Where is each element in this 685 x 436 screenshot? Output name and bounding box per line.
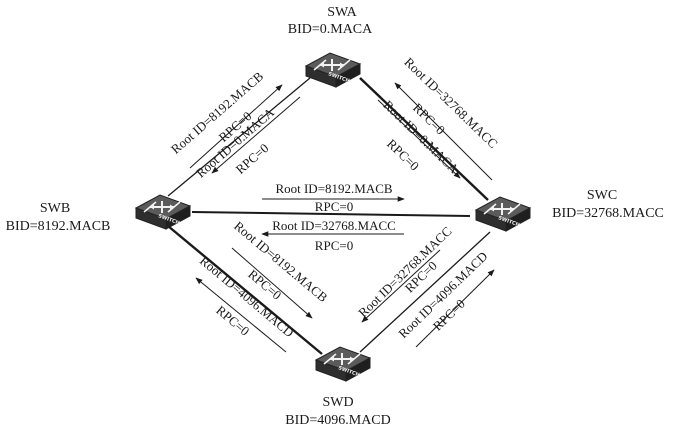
arrow-swd-to-swb (195, 277, 287, 353)
arrow-swd-to-swc (415, 269, 495, 348)
swb-bid: BID=8192.MACB (6, 219, 111, 234)
arrow-swb-to-swd (231, 247, 313, 319)
swc-switch-icon: SWITCH (475, 196, 531, 232)
msg-swc-to-swb-root: Root ID=32768.MACC (272, 218, 396, 233)
arrow-swc-to-swa (394, 82, 493, 181)
msg-swb-to-swc-root: Root ID=8192.MACB (275, 181, 392, 196)
swd-bid: BID=4096.MACD (285, 413, 391, 428)
arrow-swc-to-swd (361, 249, 441, 323)
swc-name: SWC (587, 188, 617, 203)
swa-name: SWA (327, 5, 357, 20)
arrow-swa-to-swb (211, 96, 301, 174)
arrow-swb-to-swa (189, 84, 283, 169)
swa-switch-icon: SWITCH (305, 52, 361, 88)
link-swc-swd (359, 231, 491, 353)
arrow-swa-to-swc (377, 99, 461, 179)
link-swa-swb (167, 77, 311, 197)
msg-swb-to-swc-rpc: RPC=0 (315, 199, 353, 214)
swa-bid: BID=0.MACA (288, 22, 373, 37)
swd-switch-icon: SWITCH (315, 346, 371, 382)
swb-name: SWB (40, 201, 70, 216)
swd-name: SWD (322, 395, 353, 410)
swb-switch-icon: SWITCH (135, 194, 191, 230)
msg-swc-to-swb-rpc: RPC=0 (315, 238, 353, 253)
link-swb-swc (191, 211, 471, 217)
link-swb-swd (167, 225, 323, 355)
link-swa-swc (359, 77, 489, 201)
swc-bid: BID=32768.MACC (552, 206, 664, 221)
